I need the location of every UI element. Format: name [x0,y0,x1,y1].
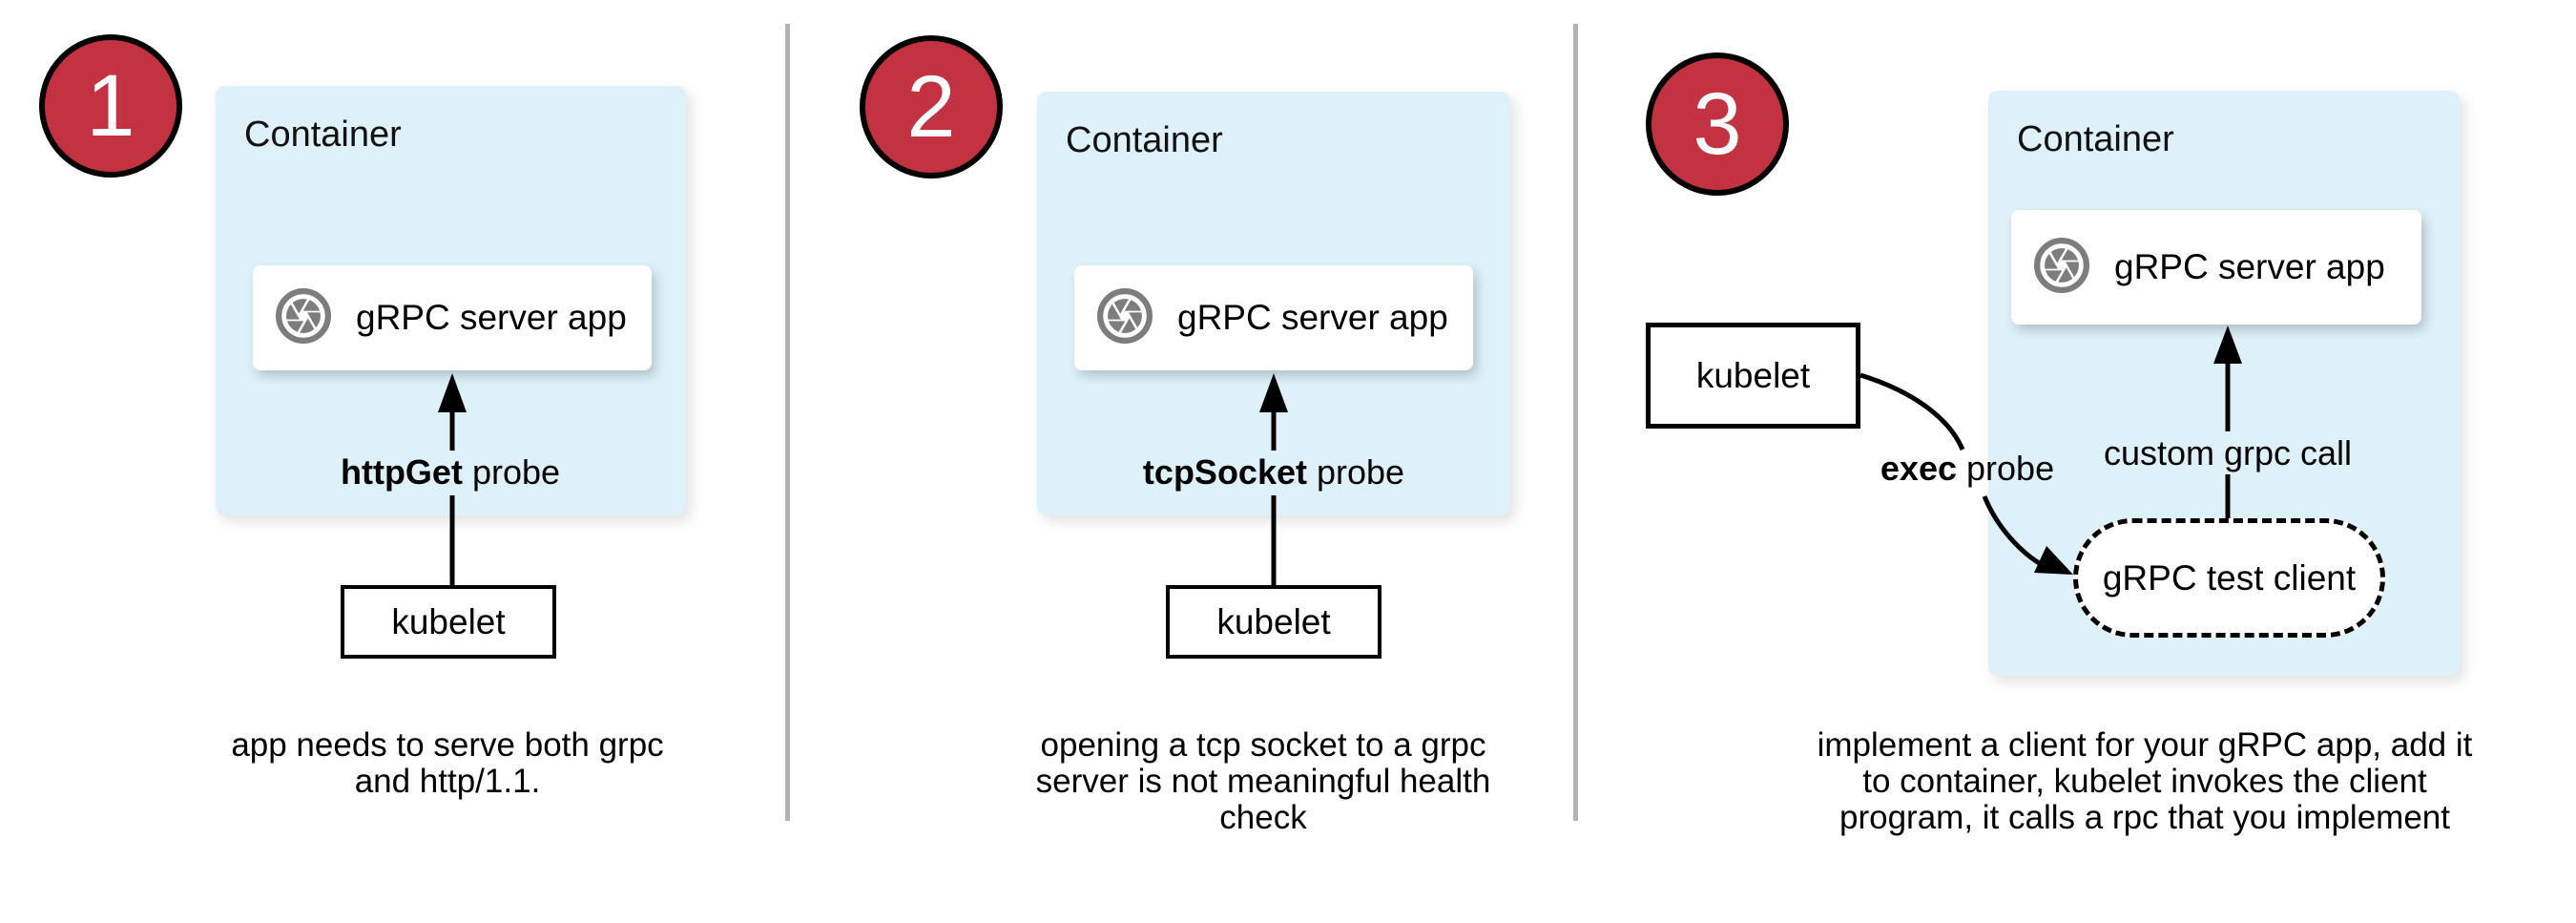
probe-suffix: probe [462,452,561,492]
caption-line: opening a tcp socket to a grpc [1040,726,1486,764]
step-badge-3: 3 [1646,52,1789,196]
caption-line: app needs to serve both grpc [231,726,664,764]
caption-2: opening a tcp socket to a grpc server is… [882,727,1645,836]
grpc-server-app-label: gRPC server app [2114,247,2385,286]
aperture-icon [276,287,331,348]
kubelet-label: kubelet [1216,601,1331,641]
grpc-test-client-oval: gRPC test client [2073,518,2385,638]
grpc-server-app-label: gRPC server app [356,298,627,337]
probe-keyword: exec [1880,449,1958,488]
panel-divider-2 [1573,24,1578,821]
kubelet-box-3: kubelet [1646,323,1860,429]
container-label: Container [244,115,402,155]
caption-line: check [1219,799,1307,836]
kubelet-label: kubelet [391,601,506,641]
caption-line: server is not meaningful health [1035,763,1491,800]
caption-line: to container, kubelet invokes the client [1862,763,2427,800]
probe-keyword: httpGet [340,452,463,492]
container-label: Container [2017,119,2174,159]
probe-suffix: probe [1957,449,2055,488]
caption-3: implement a client for your gRPC app, ad… [1763,727,2526,836]
step-badge-2: 2 [860,35,1003,178]
caption-line: program, it calls a rpc that you impleme… [1839,799,2450,836]
panel-divider-1 [785,24,790,821]
grpc-server-app-box-3: gRPC server app [2011,210,2421,325]
grpc-server-app-box-2: gRPC server app [1074,265,1473,370]
aperture-icon [2034,237,2089,298]
container-label: Container [1066,120,1223,160]
custom-grpc-call-text: custom grpc call [2103,433,2353,472]
caption-line: implement a client for your gRPC app, ad… [1817,726,2473,764]
probe-label-3: exec probe [1880,449,2054,489]
aperture-icon [1097,287,1153,348]
probe-label-2: tcpSocket probe [1143,452,1404,493]
probe-keyword: tcpSocket [1142,452,1307,492]
grpc-server-app-box-1: gRPC server app [253,265,652,370]
kubelet-label: kubelet [1695,355,1811,395]
probe-label-1: httpGet probe [341,452,560,493]
probe-suffix: probe [1306,452,1405,492]
kubelet-box-2: kubelet [1166,585,1381,659]
grpc-test-client-label: gRPC test client [2102,557,2357,598]
caption-1: app needs to serve both grpc and http/1.… [66,727,829,800]
step-badge-1: 1 [39,34,182,178]
grpc-server-app-label: gRPC server app [1177,298,1448,337]
caption-line: and http/1.1. [354,763,541,800]
kubelet-box-1: kubelet [341,585,556,659]
step-number: 3 [1693,75,1742,173]
custom-grpc-call-label: custom grpc call [2104,433,2352,473]
step-number: 2 [906,58,956,156]
step-number: 1 [86,57,135,155]
